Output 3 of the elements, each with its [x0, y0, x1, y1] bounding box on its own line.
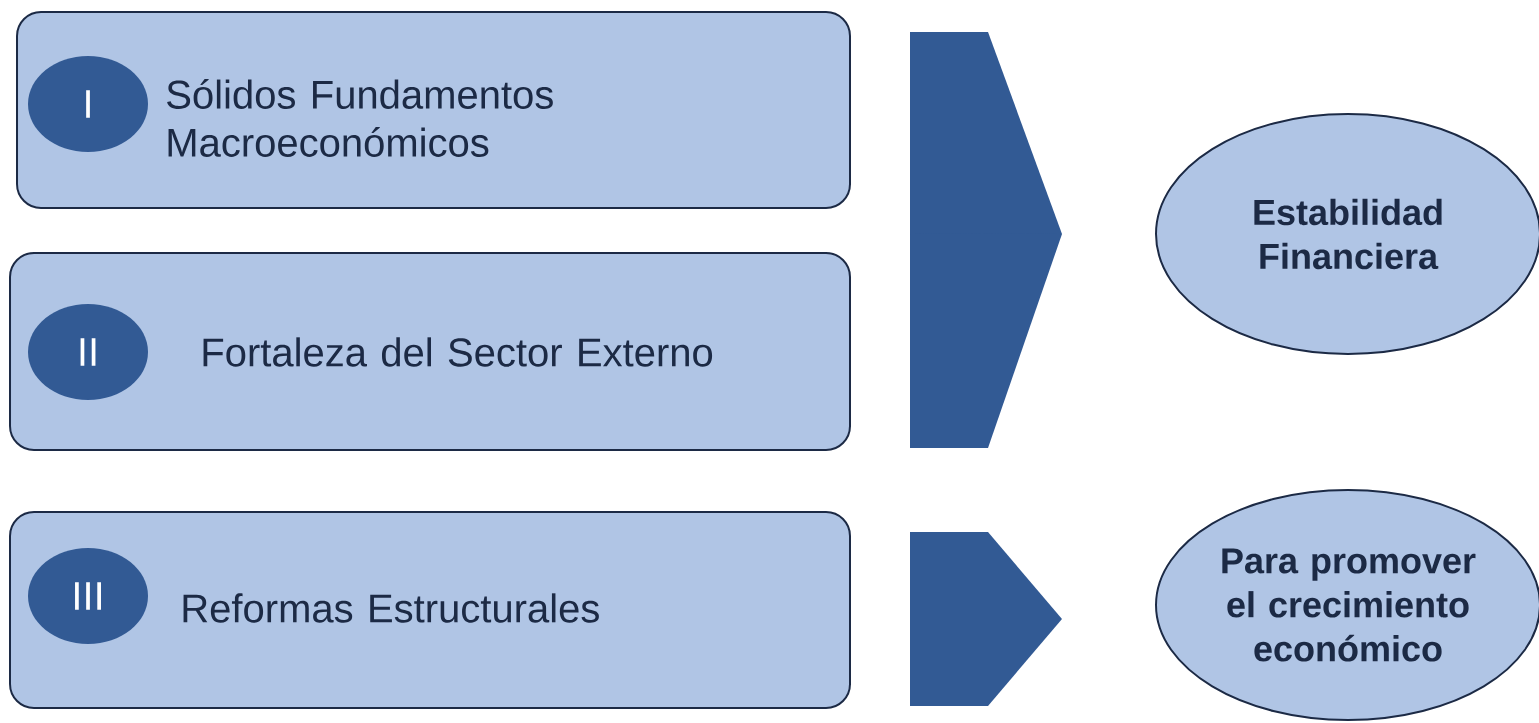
- chevron-arrow: [910, 32, 1062, 235]
- chevron-arrow: [910, 233, 1062, 448]
- chevron-arrow: [910, 532, 1062, 706]
